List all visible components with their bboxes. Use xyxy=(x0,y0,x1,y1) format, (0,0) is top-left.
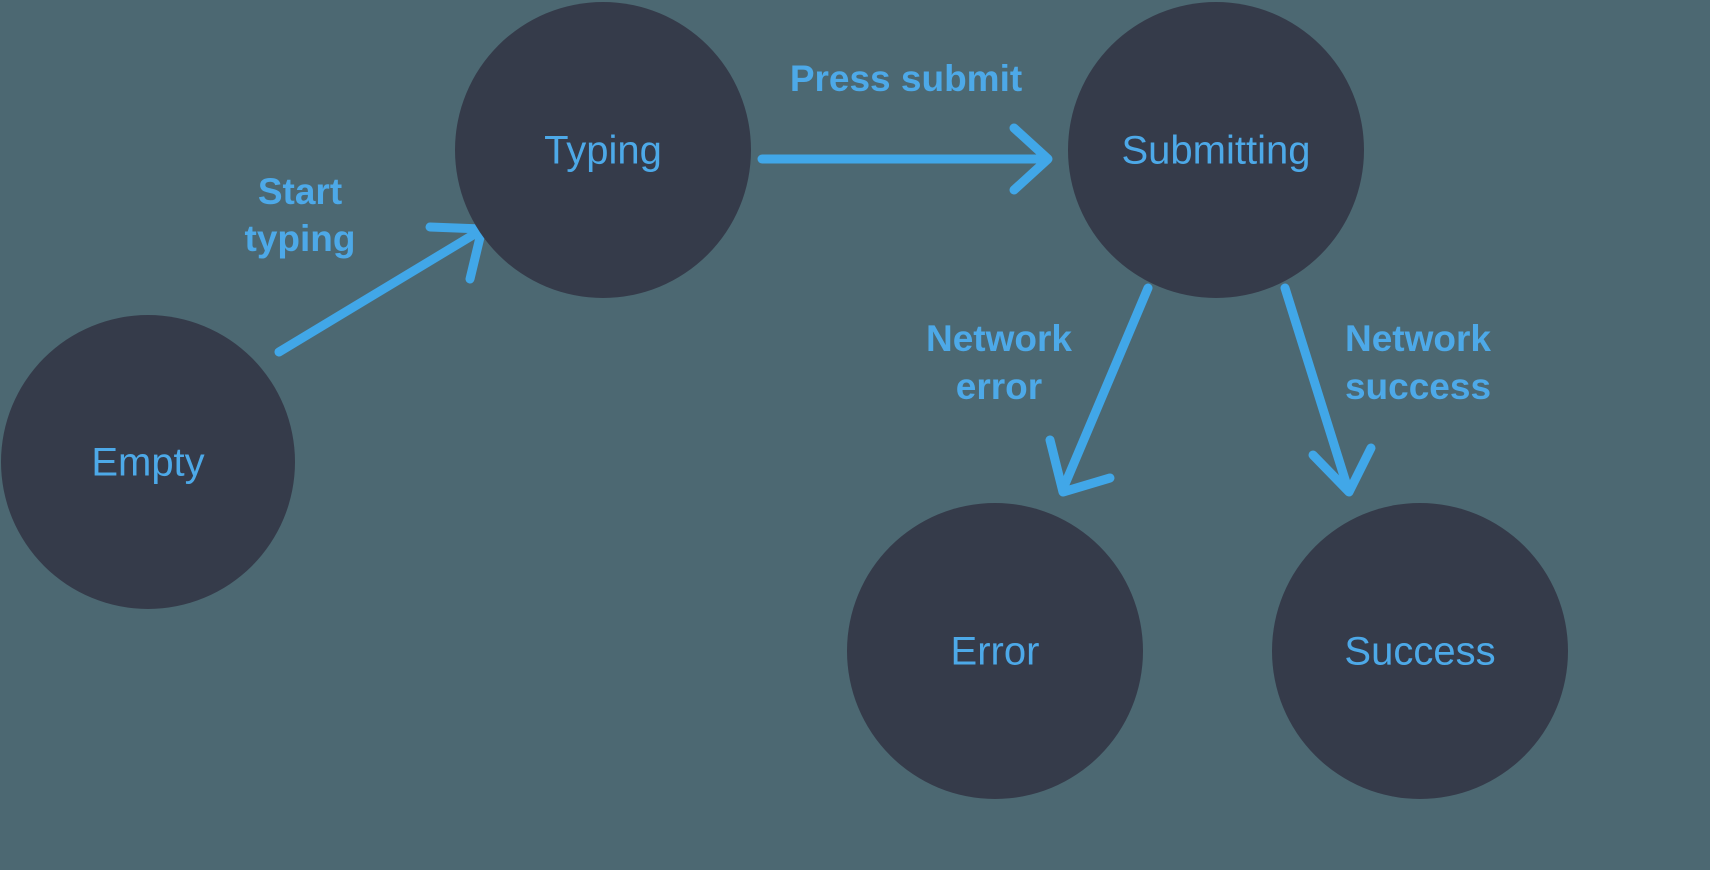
node-empty-label: Empty xyxy=(91,441,204,485)
edge-typing-to-submitting xyxy=(757,123,1053,195)
edge-label-network-error-line2: error xyxy=(956,366,1042,407)
edge-label-network-success: Network success xyxy=(1345,318,1491,407)
edge-submitting-to-success-line xyxy=(1280,283,1353,494)
edge-label-network-error-line1: Network xyxy=(926,318,1072,359)
edge-submitting-to-success-arrowhead xyxy=(1308,443,1376,497)
node-error-circle[interactable] xyxy=(847,503,1143,799)
edge-label-press-submit-line1: Press submit xyxy=(790,58,1022,99)
edge-typing-to-submitting-arrowhead xyxy=(1009,123,1053,195)
node-error-label: Error xyxy=(951,630,1040,674)
node-typing[interactable]: Typing xyxy=(455,2,751,298)
edge-label-start-typing: Start typing xyxy=(245,171,356,259)
edge-label-start-typing-line1: Start xyxy=(258,171,342,212)
node-typing-circle[interactable] xyxy=(455,2,751,298)
edge-label-start-typing-line2: typing xyxy=(245,218,356,259)
edge-label-network-error: Network error xyxy=(926,318,1072,407)
edge-label-network-success-line2: success xyxy=(1345,366,1491,407)
node-error[interactable]: Error xyxy=(847,503,1143,799)
edge-empty-to-typing-line xyxy=(274,227,483,357)
node-success-circle[interactable] xyxy=(1272,503,1568,799)
edge-submitting-to-error-line xyxy=(1058,283,1153,494)
edge-submitting-to-error xyxy=(1045,283,1153,497)
edge-label-network-success-line1: Network xyxy=(1345,318,1491,359)
node-typing-label: Typing xyxy=(544,129,662,173)
node-submitting[interactable]: Submitting xyxy=(1068,2,1364,298)
node-submitting-label: Submitting xyxy=(1122,129,1311,173)
edge-label-press-submit: Press submit xyxy=(790,58,1022,99)
node-success[interactable]: Success xyxy=(1272,503,1568,799)
edge-submitting-to-error-arrowhead xyxy=(1045,435,1115,497)
node-success-label: Success xyxy=(1344,630,1495,674)
node-empty[interactable]: Empty xyxy=(1,315,295,609)
node-empty-circle[interactable] xyxy=(1,315,295,609)
edge-submitting-to-success xyxy=(1280,283,1376,497)
node-submitting-circle[interactable] xyxy=(1068,2,1364,298)
